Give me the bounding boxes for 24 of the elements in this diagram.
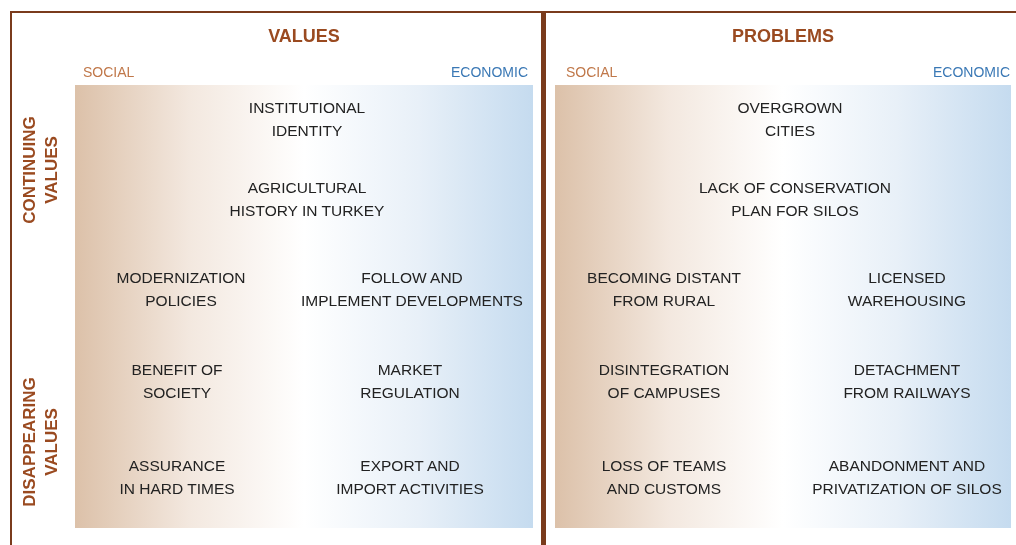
factor-text: INSTITUTIONAL IDENTITY [247,98,367,141]
factor-text: LACK OF CONSERVATION PLAN FOR SILOS [697,178,893,221]
factor-text: LOSS OF TEAMS AND CUSTOMS [600,456,728,499]
factor-text: MODERNIZATION POLICIES [115,268,247,311]
factor-text: MARKET REGULATION [359,360,461,403]
panel-heading: VALUES [268,26,340,47]
factor-text: ABANDONMENT AND PRIVATIZATION OF SILOS [811,456,1003,499]
panel-heading: PROBLEMS [732,26,834,47]
row-label: DISAPPEARING VALUES [19,377,62,507]
factor-text: BECOMING DISTANT FROM RURAL [586,268,742,311]
factor-text: EXPORT AND IMPORT ACTIVITIES [335,456,485,499]
factor-text: DETACHMENT FROM RAILWAYS [842,360,972,403]
factor-text: ASSURANCE IN HARD TIMES [118,456,236,499]
factor-text: AGRICULTURAL HISTORY IN TURKEY [228,178,386,221]
axis-label: SOCIAL [566,64,618,80]
axis-label: SOCIAL [83,64,135,80]
factor-text: LICENSED WAREHOUSING [846,268,968,311]
factor-text: FOLLOW AND IMPLEMENT DEVELOPMENTS [300,268,524,311]
factor-text: OVERGROWN CITIES [736,98,844,141]
axis-label: ECONOMIC [451,64,528,80]
factor-text: BENEFIT OF SOCIETY [130,360,224,403]
row-label: CONTINUING VALUES [19,115,62,226]
axis-label: ECONOMIC [933,64,1010,80]
factor-text: DISINTEGRATION OF CAMPUSES [597,360,731,403]
